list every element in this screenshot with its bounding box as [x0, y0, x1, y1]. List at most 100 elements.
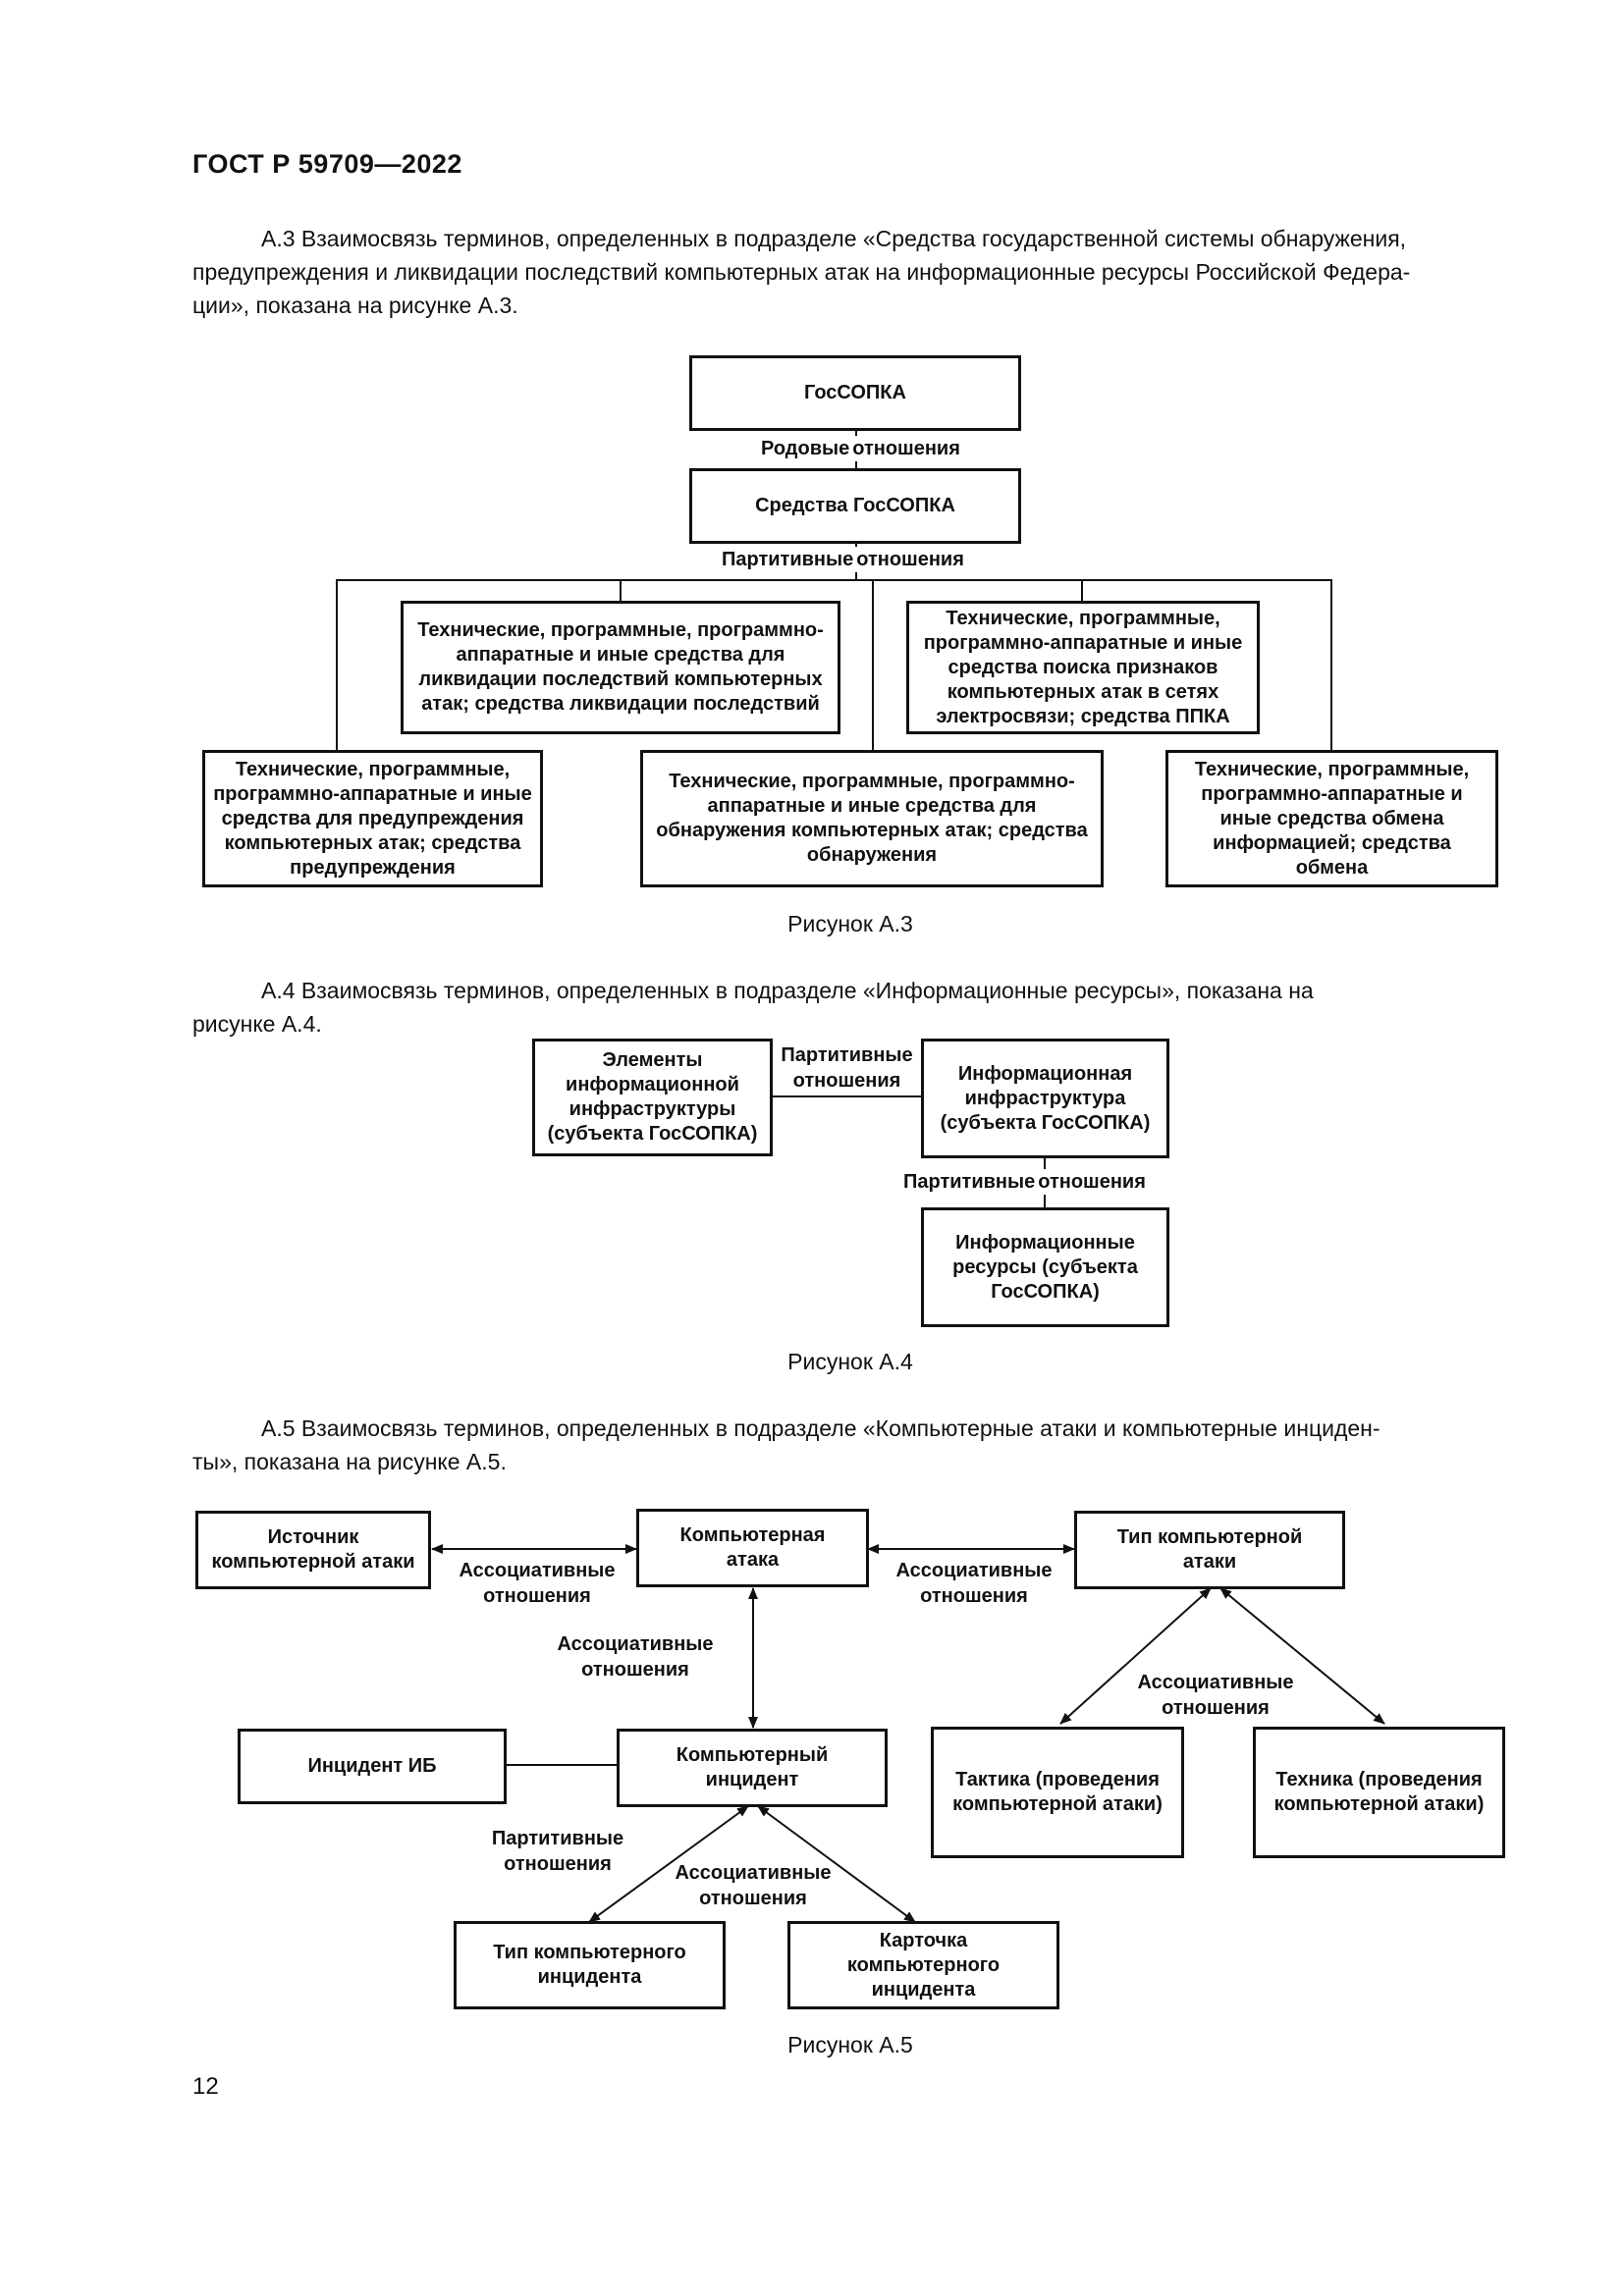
fig3-detection-line-2: аппаратные и иные средства для [707, 795, 1037, 817]
fig3-warning-line-4: компьютерных атак; средства [224, 831, 521, 854]
fig4-resources-line-2: ресурсы (субъекта [952, 1255, 1138, 1278]
fig5-incident-type-line-2: инцидента [537, 1966, 642, 1988]
fig3-drop-warning [336, 579, 338, 752]
fig4-resources-line-1: Информационные [955, 1231, 1135, 1254]
fig4-infra-line-2: инфраструктура [964, 1087, 1126, 1109]
fig3-bus-line [336, 579, 1332, 581]
fig3-search-line-1: Технические, программные, [946, 607, 1220, 629]
page-number: 12 [192, 2073, 219, 2100]
fig3-detection-line-4: обнаружения [806, 844, 938, 866]
fig4-infra-line-3: (субъекта ГосСОПКА) [940, 1111, 1151, 1134]
document-header: ГОСТ Р 59709—2022 [192, 149, 462, 179]
paragraph-a3-line-2: предупреждения и ликвидации последствий … [192, 259, 1411, 285]
fig5-card-line-3: инцидента [871, 1978, 976, 2001]
fig5-assoc-4-word1: Ассоциативные [1137, 1672, 1294, 1693]
fig4-resources-line-3: ГосСОПКА) [991, 1280, 1100, 1303]
fig3-box-search: Технические, программные, программно-апп… [906, 601, 1260, 734]
fig3-search-line-4: компьютерных атак в сетях [947, 680, 1219, 703]
fig3-exchange-line-4: информацией; средства [1213, 831, 1451, 854]
fig3-label-partitive-word1: Партитивные [722, 549, 854, 570]
fig3-detection-line-1: Технические, программные, программно- [669, 771, 1075, 792]
fig5-tactics-line-1: Тактика (проведения [955, 1769, 1160, 1790]
fig3-drop-search [1081, 579, 1083, 603]
fig3-drop-liquidation [620, 579, 622, 603]
fig4-elements-line-2: информационной [566, 1074, 739, 1095]
fig3-warning-line-5: предупреждения [290, 856, 456, 879]
fig4-elements-line-3: инфраструктуры [568, 1098, 736, 1120]
fig3-liquidation-line-1: Технические, программные, программно- [417, 619, 824, 641]
fig5-box-attack-source: Источник компьютерной атаки [195, 1511, 431, 1589]
fig5-technique-line-2: компьютерной атаки) [1273, 1793, 1485, 1815]
fig4-elements-line-4: (субъекта ГосСОПКА) [547, 1123, 758, 1145]
fig5-tactics-line-2: компьютерной атаки) [952, 1793, 1163, 1815]
fig4-infra-line-1: Информационная [957, 1062, 1133, 1085]
fig3-label-generic-word1: Родовые [761, 438, 850, 459]
fig5-partitive-word1: Партитивные [491, 1828, 624, 1849]
fig5-label-partitive: Партитивные отношения [469, 1826, 646, 1877]
fig5-card-line-1: Карточка [879, 1929, 968, 1951]
fig3-exchange-line-1: Технические, программные, [1194, 758, 1470, 780]
paragraph-a4-line-1: А.4 Взаимосвязь терминов, определенных в… [261, 978, 1314, 1003]
fig3-detection-line-3: обнаружения компьютерных атак; средства [656, 820, 1088, 841]
fig4-connector-horizontal [771, 1095, 923, 1097]
fig5-label-assoc-5: Ассоциативные отношения [660, 1860, 846, 1911]
fig3-box-detection: Технические, программные, программно- ап… [640, 750, 1104, 887]
fig3-box-gossopka: ГосСОПКА [689, 355, 1021, 431]
fig5-box-technique: Техника (проведения компьютерной атаки) [1253, 1727, 1505, 1858]
fig5-assoc-2-word2: отношения [920, 1585, 1028, 1607]
fig3-exchange-line-2: программно-аппаратные и [1201, 782, 1463, 805]
fig5-source-line-2: компьютерной атаки [211, 1551, 415, 1573]
paragraph-a5: А.5 Взаимосвязь терминов, определенных в… [192, 1412, 1508, 1478]
fig3-label-partitive-word2: отношения [856, 549, 964, 570]
fig4-label-partitive-h-word2: отношения [792, 1070, 901, 1092]
fig4-label-partitive-v-word1: Партитивные [903, 1171, 1036, 1193]
fig5-incident-type-line-1: Тип компьютерного [493, 1942, 686, 1963]
fig3-warning-line-3: средства для предупреждения [221, 807, 524, 829]
paragraph-a3: А.3 Взаимосвязь терминов, определенных в… [192, 222, 1508, 322]
fig5-attack-line-1: Компьютерная [679, 1524, 826, 1546]
fig5-attack-type-line-1: Тип компьютерной [1116, 1526, 1303, 1548]
fig3-liquidation-line-3: ликвидации последствий компьютерных [418, 668, 823, 690]
fig5-incident-line-2: инцидент [705, 1769, 799, 1790]
fig5-assoc-1-word2: отношения [483, 1585, 591, 1607]
fig3-search-line-2: программно-аппаратные и иные [923, 631, 1243, 654]
fig5-label-assoc-3: Ассоциативные отношения [542, 1631, 729, 1682]
fig3-warning-line-2: программно-аппаратные и иные [213, 782, 532, 805]
fig4-elements-line-1: Элементы [602, 1049, 703, 1071]
fig3-box-liquidation: Технические, программные, программно- ап… [401, 601, 840, 734]
fig5-label-assoc-2: Ассоциативные отношения [881, 1558, 1067, 1609]
fig5-partitive-word2: отношения [504, 1853, 612, 1875]
fig5-assoc-3-word1: Ассоциативные [557, 1633, 714, 1655]
fig5-box-tactics: Тактика (проведения компьютерной атаки) [931, 1727, 1184, 1858]
fig5-incident-line-1: Компьютерный [676, 1744, 829, 1766]
fig3-search-line-5: электросвязи; средства ППКА [936, 705, 1230, 727]
fig5-technique-line-1: Техника (проведения [1275, 1769, 1483, 1790]
paragraph-a4-line-2: рисунке А.4. [192, 1011, 322, 1037]
fig3-exchange-line-3: иные средства обмена [1219, 807, 1444, 829]
fig3-exchange-line-5: обмена [1295, 856, 1369, 879]
fig5-box-incident-type: Тип компьютерного инцидента [454, 1921, 726, 2009]
fig3-drop-exchange [1330, 579, 1332, 752]
fig4-box-elements: Элементы информационной инфраструктуры (… [532, 1039, 773, 1156]
fig3-box-warning: Технические, программные, программно-апп… [202, 750, 543, 887]
fig5-assoc-5-word1: Ассоциативные [675, 1862, 832, 1884]
paragraph-a3-line-3: ции», показана на рисунке А.3. [192, 293, 518, 318]
fig4-caption: Рисунок А.4 [787, 1349, 913, 1374]
fig5-source-line-1: Источник [267, 1526, 359, 1548]
fig5-box-incident-card: Карточка компьютерного инцидента [787, 1921, 1059, 2009]
fig5-assoc-2-word1: Ассоциативные [895, 1560, 1053, 1581]
fig5-caption: Рисунок А.5 [787, 2032, 913, 2057]
fig5-card-line-2: компьютерного [846, 1953, 1001, 1976]
fig5-box-incident-ib: Инцидент ИБ [238, 1729, 507, 1804]
fig5-assoc-1-word1: Ассоциативные [459, 1560, 616, 1581]
fig5-attack-type-line-2: атаки [1182, 1551, 1237, 1573]
fig3-liquidation-line-2: аппаратные и иные средства для [456, 644, 785, 666]
fig3-search-line-3: средства поиска признаков [947, 656, 1218, 678]
fig3-drop-detection [872, 579, 874, 752]
fig5-attack-line-2: атака [726, 1549, 780, 1571]
fig5-label-assoc-4: Ассоциативные отношения [1122, 1670, 1309, 1721]
fig4-label-partitive-h: Партитивные отношения [776, 1042, 918, 1094]
fig4-label-partitive-h-word1: Партитивные [781, 1044, 913, 1066]
